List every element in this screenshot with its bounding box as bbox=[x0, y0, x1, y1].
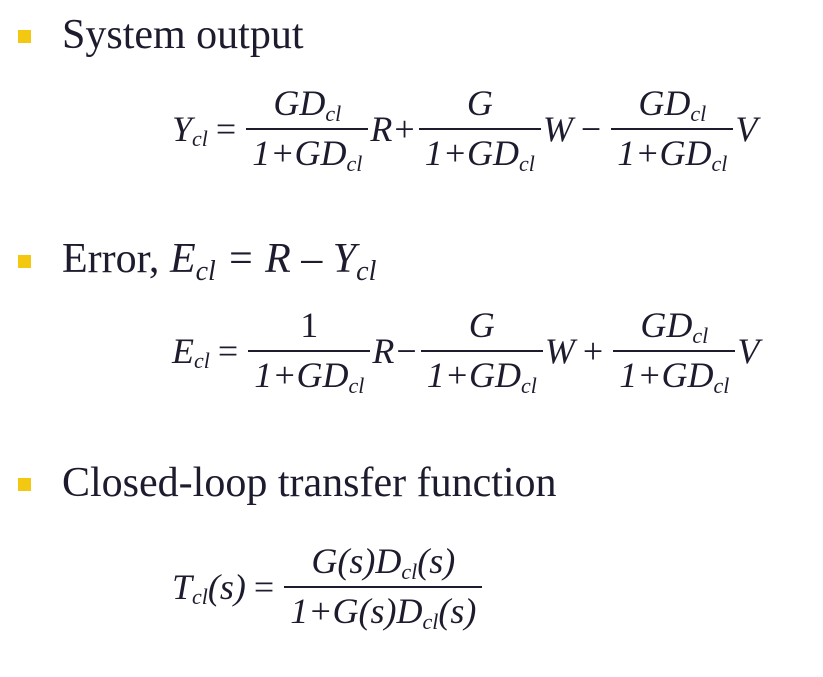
equals-sign: = bbox=[217, 330, 239, 371]
bullet-marker bbox=[18, 30, 31, 43]
fraction-bar bbox=[611, 127, 734, 130]
eq-lhs-subscript: cl bbox=[192, 125, 208, 151]
error-expression: = R – Y bbox=[215, 236, 357, 282]
error-expression-subscript: cl bbox=[356, 256, 377, 287]
denominator-subscript: cl bbox=[519, 150, 535, 176]
fraction-bar bbox=[248, 349, 371, 352]
numerator: G bbox=[466, 83, 493, 123]
denominator: 1+GD bbox=[619, 354, 714, 395]
eq-lhs-symbol: Y bbox=[172, 108, 193, 149]
fraction-bar bbox=[284, 585, 483, 588]
variable-W: W bbox=[542, 108, 573, 149]
error-label: Error, bbox=[62, 236, 170, 282]
equals-sign: = bbox=[253, 566, 275, 607]
eq-lhs-subscript: cl bbox=[192, 583, 208, 609]
numerator-subscript: cl bbox=[325, 101, 342, 126]
fraction-bar bbox=[613, 349, 736, 352]
fraction-bar bbox=[418, 127, 541, 130]
numerator: GD bbox=[640, 305, 693, 345]
operator-plus: + bbox=[582, 330, 604, 371]
numerator: G bbox=[468, 305, 495, 345]
numerator-part-a: G(s)D bbox=[311, 541, 402, 581]
operator-minus: − bbox=[396, 330, 417, 371]
operator-plus: + bbox=[394, 108, 415, 149]
denominator: 1+GD bbox=[617, 132, 712, 173]
variable-R: R bbox=[372, 330, 395, 371]
denominator-subscript: cl bbox=[346, 150, 363, 176]
numerator: 1 bbox=[300, 305, 319, 345]
fraction-bar bbox=[246, 127, 369, 130]
equals-sign: = bbox=[215, 108, 237, 149]
denominator-part-b: (s) bbox=[438, 590, 477, 631]
numerator: GD bbox=[273, 83, 326, 123]
denominator: 1+GD bbox=[252, 132, 347, 173]
numerator-part-b: (s) bbox=[417, 541, 456, 581]
operator-minus: − bbox=[580, 108, 602, 149]
denominator: 1+GD bbox=[254, 354, 349, 395]
variable-W: W bbox=[544, 330, 575, 371]
variable-V: V bbox=[735, 108, 758, 149]
numerator-subscript: cl bbox=[690, 101, 707, 126]
denominator: 1+GD bbox=[426, 354, 521, 395]
numerator: GD bbox=[638, 83, 691, 123]
denominator-subscript: cl bbox=[711, 150, 728, 176]
denominator-subscript: cl bbox=[348, 372, 365, 398]
eq-lhs-symbol: T bbox=[172, 566, 193, 607]
numerator-subscript: cl bbox=[401, 559, 418, 584]
fraction-bar bbox=[420, 349, 543, 352]
denominator-subscript: cl bbox=[422, 608, 439, 634]
numerator-subscript: cl bbox=[692, 323, 709, 348]
variable-R: R bbox=[370, 108, 393, 149]
heading-system-output: System output bbox=[62, 12, 304, 58]
denominator-subscript: cl bbox=[521, 372, 537, 398]
bullet-marker bbox=[18, 478, 31, 491]
eq-lhs-argument: (s) bbox=[207, 566, 246, 607]
denominator-part-a: 1+G(s)D bbox=[290, 590, 423, 631]
denominator-subscript: cl bbox=[713, 372, 730, 398]
heading-error: Error, Ecl = R – Ycl bbox=[62, 236, 376, 286]
error-subscript: cl bbox=[195, 256, 216, 287]
variable-V: V bbox=[737, 330, 760, 371]
denominator: 1+GD bbox=[424, 132, 520, 173]
error-symbol: E bbox=[169, 236, 196, 282]
heading-closed-loop: Closed-loop transfer function bbox=[62, 460, 557, 506]
eq-lhs-subscript: cl bbox=[194, 347, 210, 373]
bullet-marker bbox=[18, 255, 31, 268]
eq-lhs-symbol: E bbox=[172, 330, 194, 371]
